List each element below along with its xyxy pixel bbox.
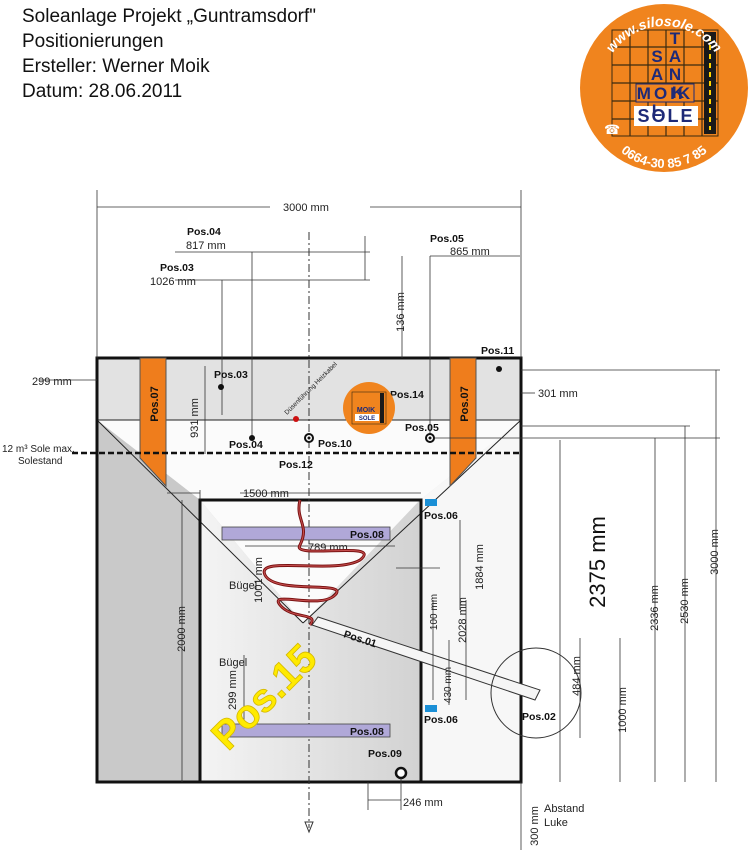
marker-pos03 (218, 384, 224, 390)
logo-moik: MOIK (637, 84, 693, 103)
sole-level-label-2: Solestand (18, 456, 62, 467)
dim-430: 430 mm (443, 667, 454, 703)
dim-right-301: 301 mm (538, 388, 578, 400)
marker-pos04 (249, 435, 255, 441)
marker-pos11 (496, 366, 502, 372)
svg-text:MOIK: MOIK (357, 407, 375, 414)
marker-pos06-bottom (425, 705, 437, 712)
dim-2530: 2530 mm (679, 578, 691, 624)
marker-pos06-top (425, 499, 437, 506)
label-pos08-top: Pos.08 (350, 529, 384, 541)
dim-1000: 1000 mm (617, 687, 629, 733)
dim-pos04: 817 mm (186, 240, 226, 252)
label-pos10: Pos.10 (318, 438, 352, 450)
dim-1001: 1001 mm (253, 557, 265, 603)
label-pos05: Pos.05 (405, 422, 439, 434)
dim-luke-300: 300 mm (529, 806, 541, 846)
dim-2000: 2000 mm (176, 606, 188, 652)
title-line-3: Ersteller: Werner Moik (22, 56, 210, 77)
small-logo-pos14: MOIK SOLE (343, 382, 395, 434)
label-pos07-right: Pos.07 (459, 386, 471, 421)
label-pos04-top: Pos.04 (187, 226, 221, 238)
label-buegel-1: Bügel (229, 580, 257, 592)
label-pos05-top: Pos.05 (430, 233, 464, 245)
dim-1884: 1884 mm (474, 544, 486, 590)
svg-text:K: K (672, 83, 685, 102)
dim-1500: 1500 mm (243, 488, 289, 500)
phone-icon: ☎ (604, 122, 620, 137)
marker-pos09 (394, 766, 408, 780)
dim-2336: 2336 mm (649, 585, 661, 631)
title-line-4: Datum: 28.06.2011 (22, 81, 183, 102)
label-pos12: Pos.12 (279, 459, 313, 471)
dim-136: 136 mm (395, 292, 407, 332)
title-line-2: Positionierungen (22, 31, 164, 52)
label-pos03: Pos.03 (214, 369, 248, 381)
dim-luke-abstand: Abstand (544, 803, 584, 815)
dim-3000-vertical: 3000 mm (709, 529, 721, 575)
label-pos06-top: Pos.06 (424, 510, 458, 522)
svg-text:N: N (669, 65, 681, 84)
dim-pos03: 1026 mm (150, 276, 196, 288)
dim-luke-luke: Luke (544, 817, 568, 829)
marker-pos02 (490, 647, 582, 739)
marker-pos12 (293, 416, 299, 422)
dim-931: 931 mm (189, 398, 201, 438)
svg-text:A: A (651, 65, 663, 84)
label-pos14: Pos.14 (390, 389, 424, 401)
label-pos02: Pos.02 (522, 711, 556, 723)
label-pos03-top: Pos.03 (160, 262, 194, 274)
dim-left-299: 299 mm (32, 376, 72, 388)
svg-text:T: T (670, 29, 681, 48)
dim-246: 246 mm (403, 797, 443, 809)
label-pos08-bottom: Pos.08 (350, 726, 384, 738)
title-line-1: Soleanlage Projekt „Guntramsdorf" (22, 6, 316, 27)
dim-2375: 2375 mm (585, 516, 610, 608)
svg-text:A: A (669, 47, 681, 66)
dim-100: 100 mm (429, 594, 440, 630)
label-pos07-left: Pos.07 (149, 386, 161, 421)
dim-pos05: 865 mm (450, 246, 490, 258)
sole-level-label: 12 m³ Sole max. (2, 444, 75, 455)
dim-2028: 2028 mm (457, 597, 469, 643)
label-buegel-2: Bügel (219, 657, 247, 669)
dim-299b: 299 mm (227, 670, 239, 710)
label-pos06-bottom: Pos.06 (424, 714, 458, 726)
dim-total-width: 3000 mm (283, 202, 329, 214)
svg-text:SOLE: SOLE (359, 416, 375, 422)
label-pos09: Pos.09 (368, 748, 402, 760)
svg-text:S: S (651, 47, 662, 66)
label-pos11: Pos.11 (481, 345, 514, 357)
dim-484: 484 mm (571, 656, 583, 696)
label-pos04: Pos.04 (229, 439, 263, 451)
svg-text:L: L (652, 101, 662, 120)
logo-sole: SOLE (637, 106, 694, 126)
